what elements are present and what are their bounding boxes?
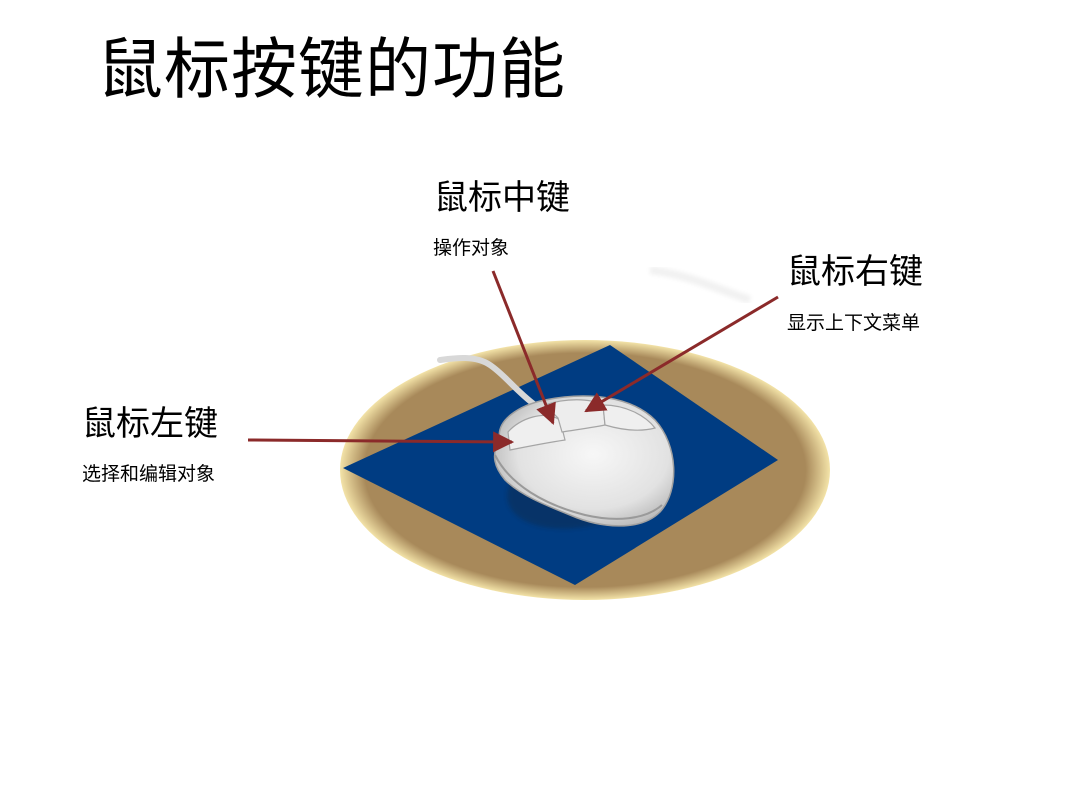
right-button-description: 显示上下文菜单 bbox=[787, 312, 921, 334]
left-button-label: 鼠标左键 bbox=[82, 404, 218, 444]
left-button-description: 选择和编辑对象 bbox=[82, 463, 216, 485]
right-button-arrow bbox=[584, 295, 779, 413]
middle-button-description: 操作对象 bbox=[433, 237, 510, 259]
mouse-cable bbox=[437, 355, 538, 408]
middle-button-arrow bbox=[491, 270, 556, 425]
left-button-arrow bbox=[247, 431, 515, 453]
mouse-right-button bbox=[602, 404, 657, 431]
middle-button-label: 鼠标中键 bbox=[434, 178, 570, 218]
right-button-label: 鼠标右键 bbox=[787, 252, 923, 292]
slide-title: 鼠标按键的功能 bbox=[97, 31, 566, 108]
